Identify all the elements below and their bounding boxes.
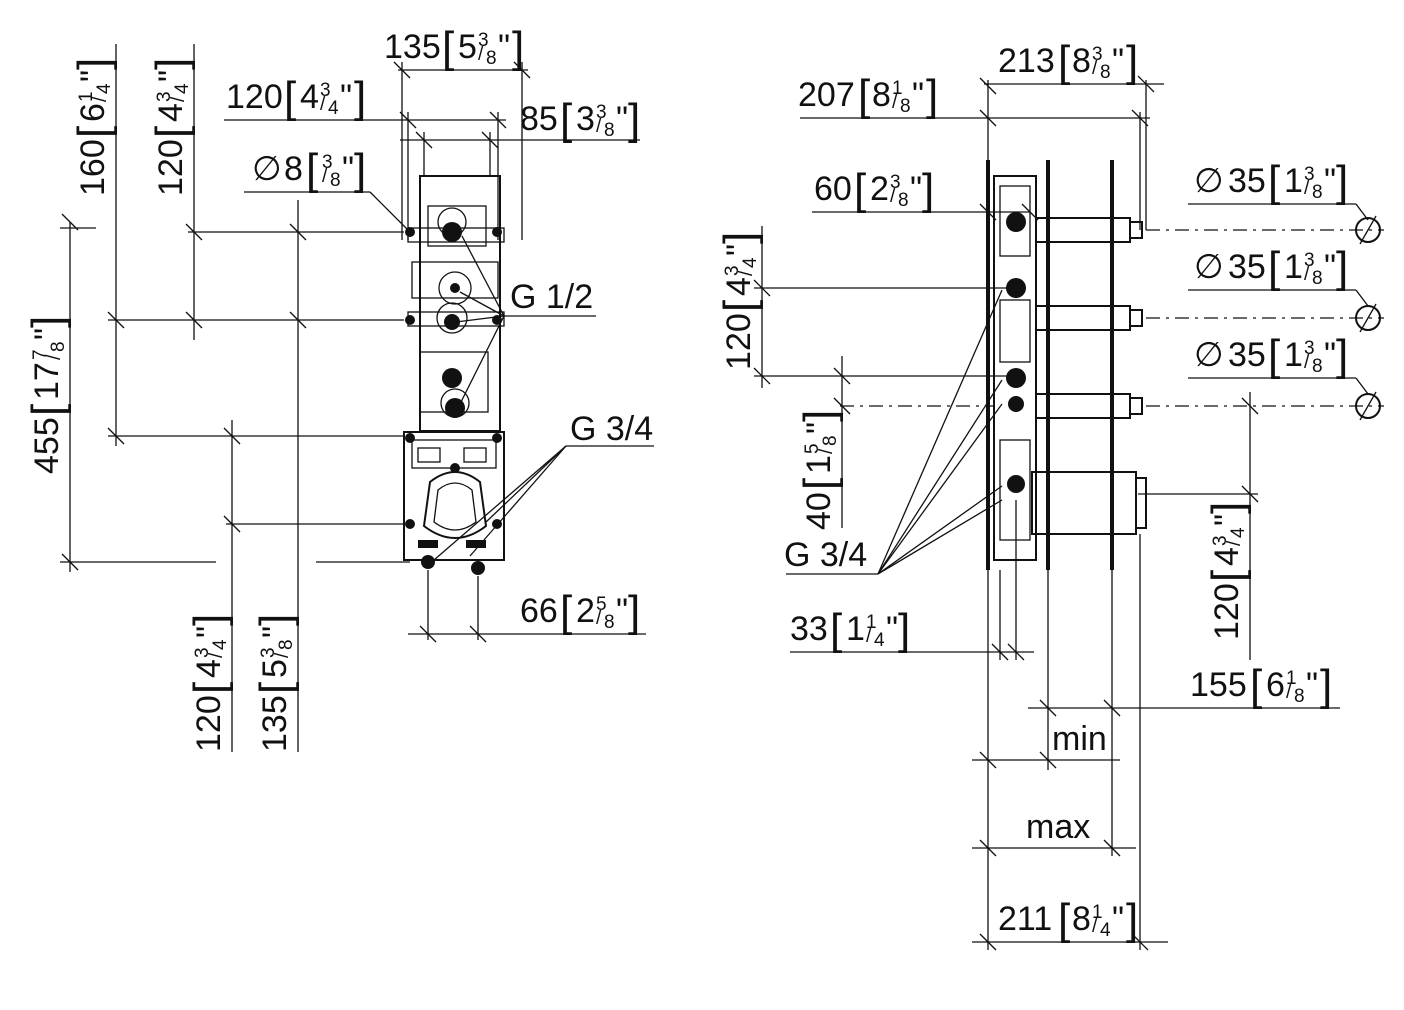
min-label: min (1052, 720, 1107, 758)
dim-213-depth: 213 [ 8 3 / 8 " ] (998, 37, 1138, 86)
dim-120-width: 120 [ 4 3 / 4 " ] (226, 73, 366, 122)
svg-text:120 [ 4: 120 [ 4 3 / 4 " ] (1203, 502, 1252, 640)
dim-diameter-35-c: ∅ 35 [ 1 3 / 8 " ] (1194, 331, 1348, 380)
svg-text:120 [ 4: 120 [ 4 3 / 4 " ] (147, 58, 196, 196)
side-view-labels: 213 [ 8 3 / 8 " ] 207 [ 8 1 / 8 " ] 60 [… (715, 37, 1348, 944)
dim-85-width: 85 [ 3 3 / 8 " ] (520, 95, 640, 144)
dim-60-offset: 60 [ 2 3 / 8 " ] (814, 165, 934, 214)
dim-120-height-left: 120 [ 4 3 / 4 " ] (715, 232, 764, 370)
dim-diameter-35-b: ∅ 35 [ 1 3 / 8 " ] (1194, 243, 1348, 292)
dim-160-height: 160 [ 6 1 / 4 " ] (69, 58, 118, 196)
dim-455-height: 455 [ 17 7 / 8 " ] (23, 316, 72, 474)
side-view-body (840, 160, 1384, 570)
front-view-dimension-lines (60, 44, 654, 752)
svg-text:120 [ 4: 120 [ 4 3 / 4 " ] (715, 232, 764, 370)
side-view-dimension-lines (753, 75, 1369, 951)
dim-40-height: 40 [ 1 5 / 8 " ] (795, 410, 844, 530)
dim-135-width: 135 [ 5 3 / 8 " ] (384, 23, 524, 72)
svg-text:135 [ 5: 135 [ 5 3 / 8 " ] (251, 614, 300, 752)
dim-211-depth: 211 [ 8 1 / 4 " ] (998, 895, 1138, 944)
dim-120-height-top: 120 [ 4 3 / 4 " ] (147, 58, 196, 196)
dim-207-depth: 207 [ 8 1 / 8 " ] (798, 71, 938, 120)
dim-33-depth: 33 [ 1 1 / 4 " ] (790, 605, 910, 654)
dim-diameter-35-a: ∅ 35 [ 1 3 / 8 " ] (1194, 157, 1348, 206)
dim-diameter-8: ∅ 8 [ 3 / 8 " ] (252, 145, 366, 194)
svg-text:455 [ 17: 455 [ 17 7 / 8 " ] (23, 316, 72, 474)
max-label: max (1026, 808, 1090, 846)
front-view-body (403, 175, 505, 575)
thread-label-side: G 3/4 (784, 536, 867, 574)
dim-120-height-bottom: 120 [ 4 3 / 4 " ] (185, 614, 234, 752)
svg-text:120 [ 4: 120 [ 4 3 / 4 " ] (185, 614, 234, 752)
dim-66-width: 66 [ 2 5 / 8 " ] (520, 587, 640, 636)
dim-120-height-right: 120 [ 4 3 / 4 " ] (1203, 502, 1252, 640)
dim-155-depth: 155 [ 6 1 / 8 " ] (1190, 661, 1332, 710)
svg-text:160 [ 6: 160 [ 6 1 / 4 " ] (69, 58, 118, 196)
dim-135-height-bottom: 135 [ 5 3 / 8 " ] (251, 614, 300, 752)
thread-label-upper: G 1/2 (510, 278, 593, 316)
thread-label-lower: G 3/4 (570, 410, 653, 448)
front-view-labels: 135 [ 5 3 / 8 " ] 120 [ 4 3 / 4 " ] 85 [… (23, 23, 653, 752)
svg-text:40 [ 1: 40 [ 1 5 / 8 " ] (795, 410, 844, 530)
